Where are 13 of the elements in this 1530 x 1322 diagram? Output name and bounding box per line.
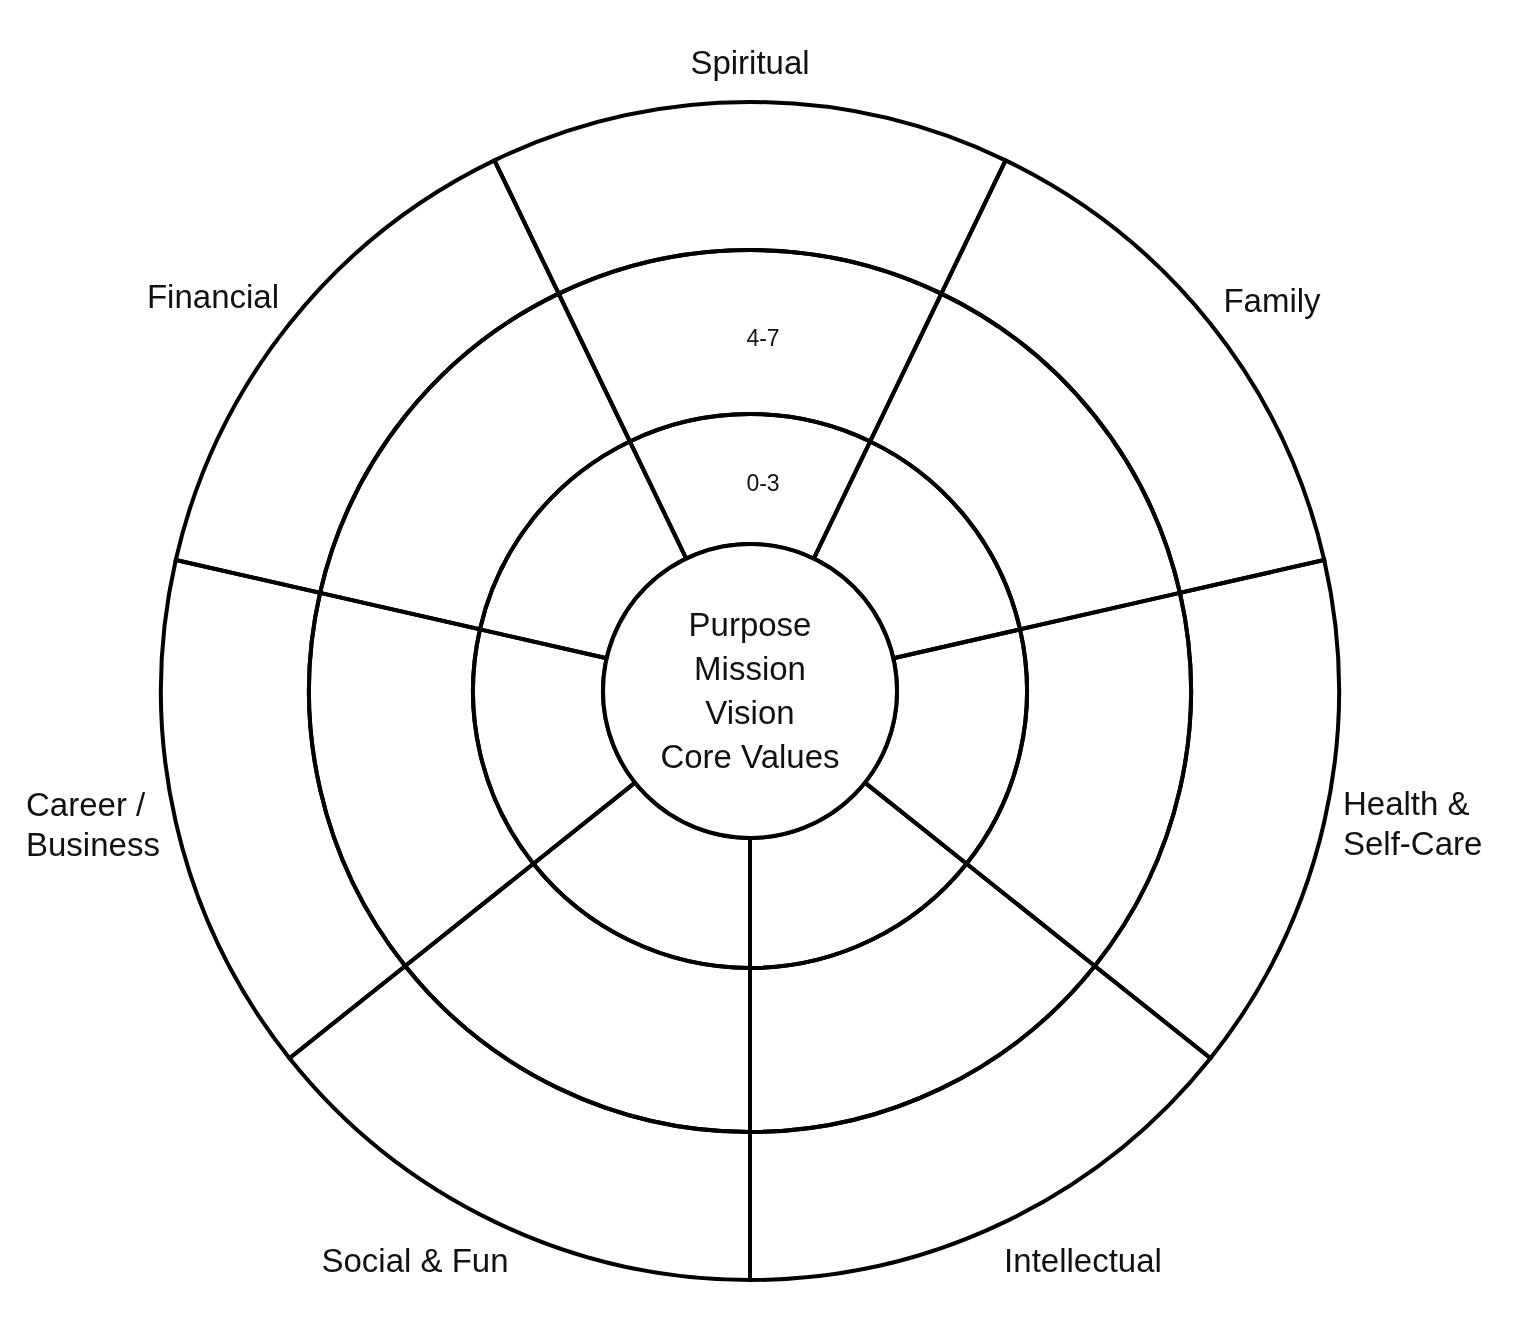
- category-label: Career / Business: [26, 784, 161, 865]
- circle-label: Core Values: [660, 737, 840, 777]
- category-label: Intellectual: [1004, 1240, 1162, 1281]
- circle-label: Purpose: [688, 605, 812, 645]
- scale-label: 4-7: [746, 324, 780, 352]
- circle-label: Vision: [705, 693, 795, 733]
- category-label: Financial: [146, 276, 280, 317]
- category-label: Social & Fun: [321, 1240, 509, 1281]
- category-label: Health & Self-Care: [1343, 783, 1484, 864]
- category-label: Family: [1223, 280, 1321, 321]
- circle-label: Mission: [694, 649, 806, 689]
- category-label: Spiritual: [690, 42, 810, 83]
- scale-label: 0-3: [746, 469, 780, 497]
